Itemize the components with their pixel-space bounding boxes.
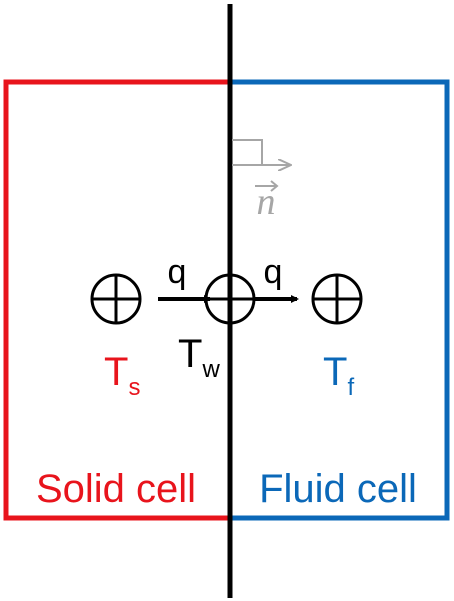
normal-vector-icon <box>232 139 290 165</box>
fluid-center-circled-plus-icon <box>311 273 363 325</box>
solid-cell-label: Solid cell <box>36 467 196 511</box>
heat-flux-label-right: q <box>264 253 283 291</box>
fluid-temperature-label: Tf <box>323 350 354 401</box>
fluid-cell-label: Fluid cell <box>259 467 417 511</box>
solid-center-circled-plus-icon <box>90 273 142 325</box>
solid-temperature-label: Ts <box>104 350 140 401</box>
heat-flux-label-left: q <box>168 253 187 291</box>
wall-temperature-label: Tw <box>178 332 220 383</box>
normal-vector-label: n <box>257 181 276 223</box>
normal-vector-overbar-tip <box>270 180 279 192</box>
